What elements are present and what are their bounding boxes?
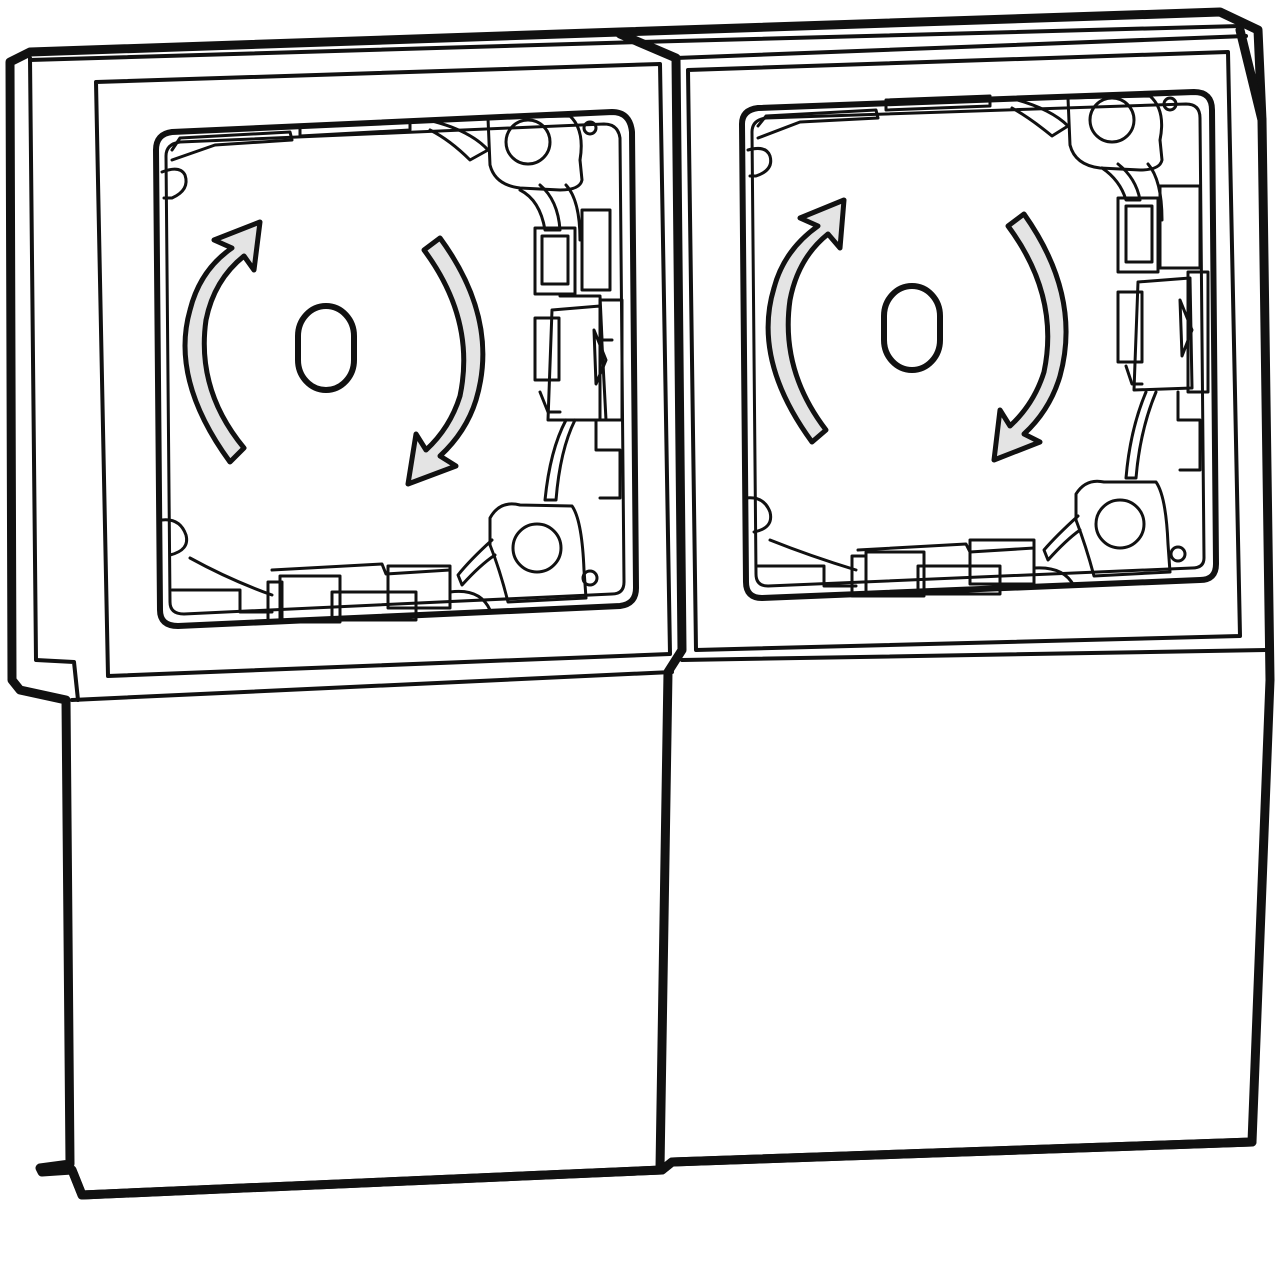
terminal-block [533,316,561,382]
left-screw-boss-bottom [456,502,599,604]
right-screw-boss-bottom [1042,479,1187,578]
right-bottom-terminals [744,496,1076,598]
bottom-edge-left [67,1165,667,1200]
screw-hole-icon [511,522,563,574]
screw-hole-icon [1094,498,1146,550]
top-rim-right [638,34,1248,60]
left-top-clip-1 [170,130,294,162]
rotation-arrow-icon [765,197,1069,463]
screw-hole-icon [582,120,598,136]
screw-hole-icon [1088,96,1136,144]
screw-hole-icon [504,118,552,166]
housing [5,7,1275,1200]
left-bottom-terminals [160,518,492,624]
right-screw-boss-top [1008,94,1178,172]
right-opening-inner [750,102,1206,588]
right-arrow-lower [991,211,1069,463]
screw-hole-icon [1169,545,1187,563]
left-right-wiring [518,183,624,502]
left-arrow-upper [182,219,263,465]
left-top-clip-2 [298,118,412,138]
left-lower-cover-edge [70,670,674,702]
mounting-slot-icon [295,303,357,393]
right-edge [1235,25,1267,125]
terminal-block [533,226,577,296]
right-frame-outer [686,50,1242,652]
screw-hole-icon [581,569,599,587]
mounting-slot-icon [881,283,943,373]
right-module [686,50,1242,652]
right-lower-cover-edge [680,648,1268,662]
bottom-edge-right [657,1137,1257,1175]
left-module [94,62,672,678]
right-right-wiring [1100,162,1210,480]
housing-left-side [28,56,80,702]
left-screw-boss-top [426,114,598,192]
left-frame-outer [94,62,672,678]
screw-hole-icon [1162,96,1178,112]
left-opening [153,109,639,629]
housing-top-edge [5,7,1275,1200]
rotation-arrow-icon [182,219,486,487]
left-corner-tl [160,167,188,200]
left-opening-inner [164,122,626,616]
left-arrow-lower [405,235,486,487]
right-arrow-upper [765,197,847,445]
right-opening [739,89,1219,601]
